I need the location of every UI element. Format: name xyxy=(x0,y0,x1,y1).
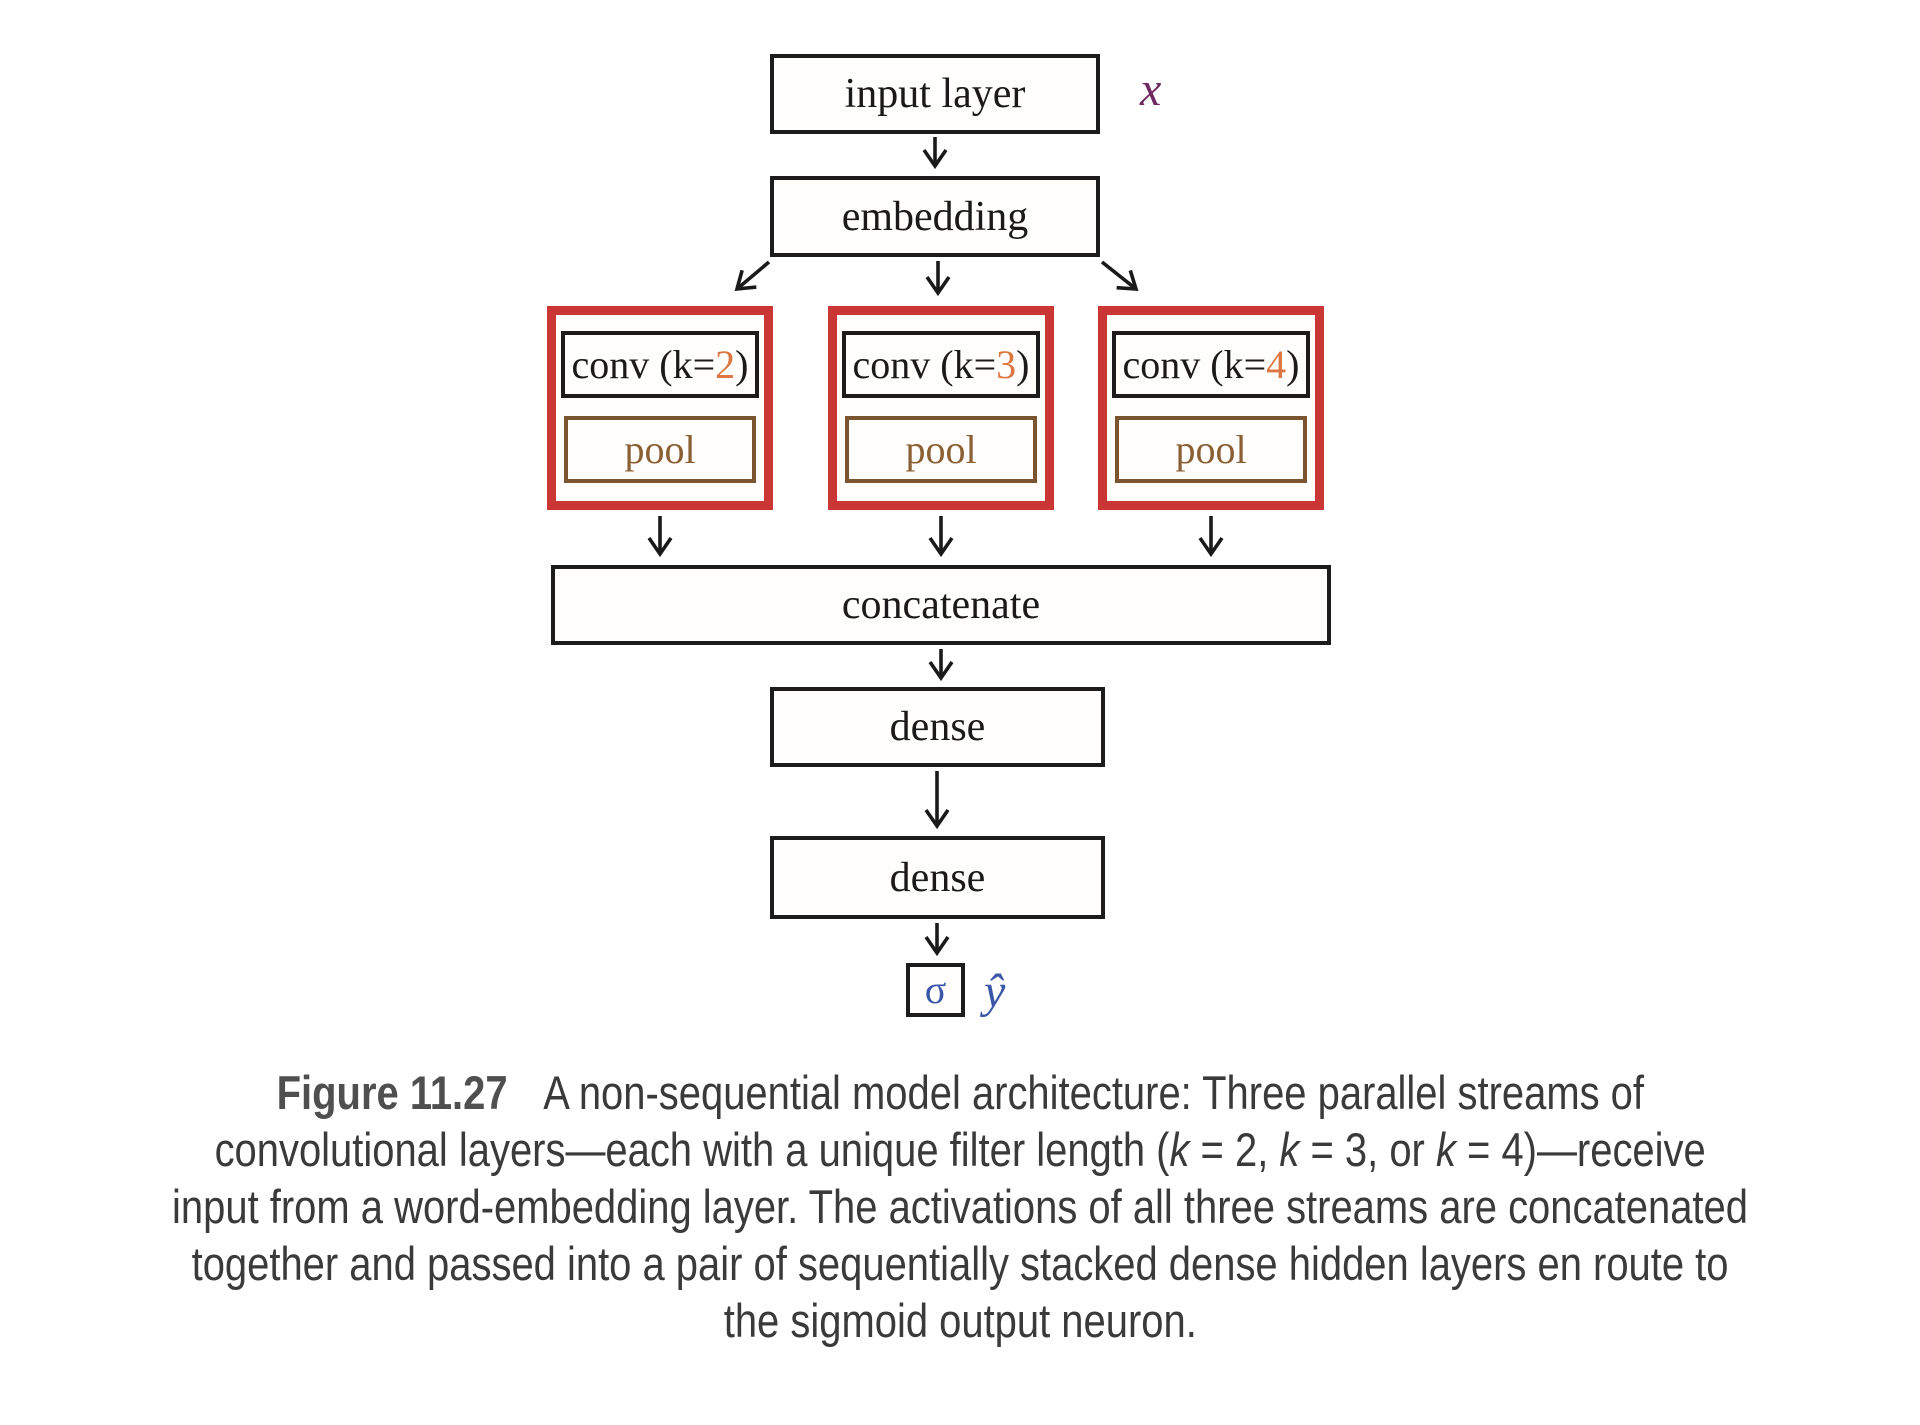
conv-stream-k2-frame: conv (k=2) pool xyxy=(547,306,773,510)
sigmoid-output-box: σ xyxy=(906,963,965,1017)
dense-box-1: dense xyxy=(770,687,1105,767)
input-layer-label: input layer xyxy=(844,71,1026,117)
embedding-box: embedding xyxy=(770,176,1100,257)
conv-stream-k4-frame: conv (k=4) pool xyxy=(1098,306,1324,510)
pool-label: pool xyxy=(624,427,696,472)
conv-k3-value: 3 xyxy=(996,342,1017,387)
conv-k2-suffix: ) xyxy=(735,342,749,387)
dense-label: dense xyxy=(889,704,986,750)
caption-line-2: convolutional layers—each with a unique … xyxy=(214,1123,1706,1176)
pool-box-k4: pool xyxy=(1115,416,1307,483)
conv-k3-box: conv (k=3) xyxy=(842,331,1040,398)
figure-number-label: Figure 11.27 xyxy=(276,1066,508,1119)
input-layer-box: input layer xyxy=(770,54,1100,134)
pool-box-k2: pool xyxy=(564,416,756,483)
caption-line-4: together and passed into a pair of seque… xyxy=(191,1237,1729,1290)
arrow-embedding-to-stream-k4 xyxy=(1100,260,1139,291)
conv-k2-box: conv (k=2) xyxy=(561,331,759,398)
pool-label: pool xyxy=(905,427,977,472)
output-symbol-y-hat: ŷ xyxy=(984,965,1006,1018)
pool-box-k3: pool xyxy=(845,416,1037,483)
dense-label: dense xyxy=(889,854,986,901)
embedding-label: embedding xyxy=(841,193,1029,240)
concatenate-box: concatenate xyxy=(551,565,1331,645)
caption-line-5: the sigmoid output neuron. xyxy=(723,1294,1197,1347)
pool-label: pool xyxy=(1175,427,1247,472)
caption-line-3: input from a word-embedding layer. The a… xyxy=(172,1180,1748,1233)
conv-k4-box: conv (k=4) xyxy=(1112,331,1310,398)
arrow-embedding-to-stream-k2 xyxy=(734,260,771,292)
dense-box-2: dense xyxy=(770,836,1105,919)
concatenate-label: concatenate xyxy=(841,582,1041,628)
conv-k2-prefix: conv (k= xyxy=(571,342,716,387)
sigma-symbol: σ xyxy=(924,967,947,1012)
conv-k3-prefix: conv (k= xyxy=(852,342,997,387)
conv-stream-k3-frame: conv (k=3) pool xyxy=(828,306,1054,510)
conv-k2-value: 2 xyxy=(715,342,736,387)
conv-k4-suffix: ) xyxy=(1286,342,1300,387)
conv-k4-prefix: conv (k= xyxy=(1122,342,1267,387)
input-symbol-x: x xyxy=(1140,63,1162,116)
conv-k4-value: 4 xyxy=(1266,342,1287,387)
conv-k3-suffix: ) xyxy=(1016,342,1030,387)
